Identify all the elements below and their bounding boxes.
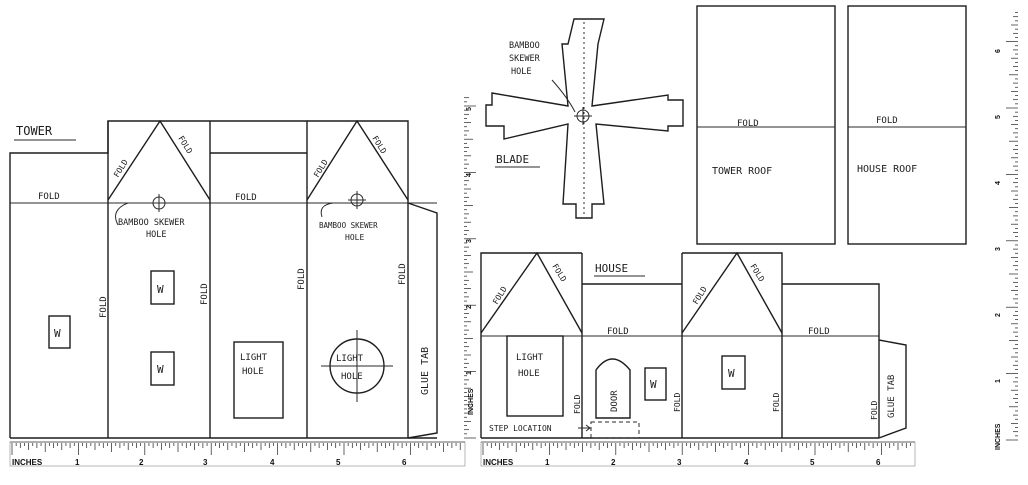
tower-fold-label: FOLD [398, 263, 408, 285]
ruler-tick-label: 5 [336, 458, 341, 467]
skewer-hole-crosshair-icon [574, 107, 592, 125]
ruler-tick-label: 5 [466, 107, 473, 111]
house-roof-pattern: FOLD HOUSE ROOF [847, 5, 967, 245]
house-fold-label: FOLD [607, 327, 629, 337]
blade-pattern: BAMBOO SKEWER HOLE BLADE [485, 18, 684, 219]
house-fold-label: FOLD [870, 401, 879, 420]
window-icon [721, 355, 746, 390]
ruler-unit-label: INCHES [483, 458, 514, 467]
ruler-tick-label: 3 [466, 239, 473, 243]
window-icon [150, 270, 175, 305]
house-fold-label: FOLD [808, 327, 830, 337]
ruler-tick-label: 3 [203, 458, 208, 467]
window-icon [48, 315, 71, 349]
house-fold-label: FOLD [573, 395, 582, 414]
ruler-tick-label: 1 [995, 379, 1002, 383]
ruler-tick-label: 3 [677, 458, 682, 467]
house-pattern: HOUSE FOLD FOLD FOLD FOLD FOLD FOLD FOLD… [480, 251, 907, 439]
tower-fold-label: FOLD [99, 296, 109, 318]
vertical-ruler-unit-label: INCHES [468, 388, 475, 415]
step-location-outline [590, 421, 640, 439]
ruler-tick-label: 6 [995, 49, 1002, 53]
blade-bamboo-label: BAMBOO [509, 41, 540, 51]
arrow-icon [115, 202, 129, 226]
tower-fold-label: FOLD [297, 268, 307, 290]
house-title: HOUSE [595, 262, 628, 275]
arrow-icon [551, 79, 576, 113]
light-hole-label: HOLE [341, 372, 363, 382]
ruler-tick-label: 1 [545, 458, 550, 467]
ruler-tick-label: 1 [75, 458, 80, 467]
window-label: W [728, 367, 735, 380]
bamboo-skewer-label: HOLE [345, 233, 364, 242]
light-hole-label: LIGHT [336, 354, 364, 364]
ruler-tick-label: 5 [810, 458, 815, 467]
ruler-tick-label: 6 [402, 458, 407, 467]
blade-title: BLADE [496, 153, 529, 166]
house-inch-ruler: INCHES 1 2 3 4 5 6 [480, 441, 916, 467]
house-fold-label: FOLD [673, 393, 682, 412]
right-vertical-ruler: INCHES 1 2 3 4 5 6 [995, 12, 1018, 450]
bamboo-skewer-label: BAMBOO SKEWER [118, 218, 185, 228]
blade-bamboo-label: HOLE [511, 67, 531, 77]
ruler-tick-label: 2 [139, 458, 144, 467]
ruler-tick-label: 1 [466, 371, 473, 375]
ruler-tick-label: 4 [270, 458, 275, 467]
tower-fold-label: FOLD [38, 192, 60, 202]
door-cutout [595, 358, 631, 419]
window-icon [644, 367, 667, 401]
glue-tab-label: GLUE TAB [420, 347, 431, 395]
blade-bamboo-label: SKEWER [509, 54, 541, 64]
window-label: W [54, 327, 61, 340]
door-label: DOOR [610, 390, 620, 412]
skewer-hole-crosshair-icon [348, 191, 366, 209]
ruler-tick-label: 5 [995, 115, 1002, 119]
light-hole-label: LIGHT [240, 353, 268, 363]
glue-tab-label: GLUE TAB [887, 375, 897, 418]
ruler-unit-label: INCHES [12, 458, 43, 467]
arrow-icon [320, 202, 334, 218]
tower-roof-label: TOWER ROOF [712, 166, 772, 177]
light-hole-cutout [506, 335, 564, 417]
tower-fold-label: FOLD [235, 193, 257, 203]
roof-fold-label: FOLD [876, 116, 898, 126]
ruler-tick-label: 4 [466, 173, 473, 177]
step-location-label: STEP LOCATION [489, 424, 552, 433]
tower-roof-pattern: FOLD TOWER ROOF [696, 5, 836, 245]
ruler-tick-label: 3 [995, 247, 1002, 251]
house-fold-label: FOLD [691, 285, 709, 306]
ruler-tick-label: 6 [876, 458, 881, 467]
light-hole-label: LIGHT [516, 353, 544, 363]
tower-fold-label: FOLD [112, 158, 130, 179]
window-icon [150, 351, 175, 386]
tower-title: TOWER [16, 124, 53, 138]
light-hole-cutout [233, 341, 284, 419]
bamboo-skewer-label: HOLE [146, 230, 166, 240]
vertical-ruler-unit-label: INCHES [995, 423, 1002, 450]
roof-fold-label: FOLD [737, 119, 759, 129]
light-hole-label: HOLE [518, 369, 540, 379]
blade-vertical-ruler: INCHES 1 2 3 4 5 [464, 97, 476, 439]
skewer-hole-crosshair-icon [150, 194, 168, 212]
light-hole-label: HOLE [242, 367, 264, 377]
tower-inch-ruler: INCHES 1 2 3 4 5 6 [9, 441, 466, 467]
bamboo-skewer-label: BAMBOO SKEWER [319, 221, 378, 230]
house-fold-label: FOLD [772, 393, 781, 412]
ruler-tick-label: 2 [995, 313, 1002, 317]
ruler-tick-label: 2 [466, 305, 473, 309]
ruler-tick-label: 4 [995, 181, 1002, 185]
tower-fold-label: FOLD [200, 283, 210, 305]
window-label: W [650, 378, 657, 391]
ruler-tick-label: 2 [611, 458, 616, 467]
house-fold-label: FOLD [491, 285, 509, 306]
ruler-tick-label: 4 [744, 458, 749, 467]
window-label: W [157, 363, 164, 376]
tower-fold-label: FOLD [176, 134, 194, 155]
house-roof-label: HOUSE ROOF [857, 164, 917, 175]
tower-pattern: TOWER FOLD FOLD FOLD FOLD FOLD FOLD FOLD… [9, 119, 438, 439]
window-label: W [157, 283, 164, 296]
house-fold-label: FOLD [748, 262, 766, 283]
